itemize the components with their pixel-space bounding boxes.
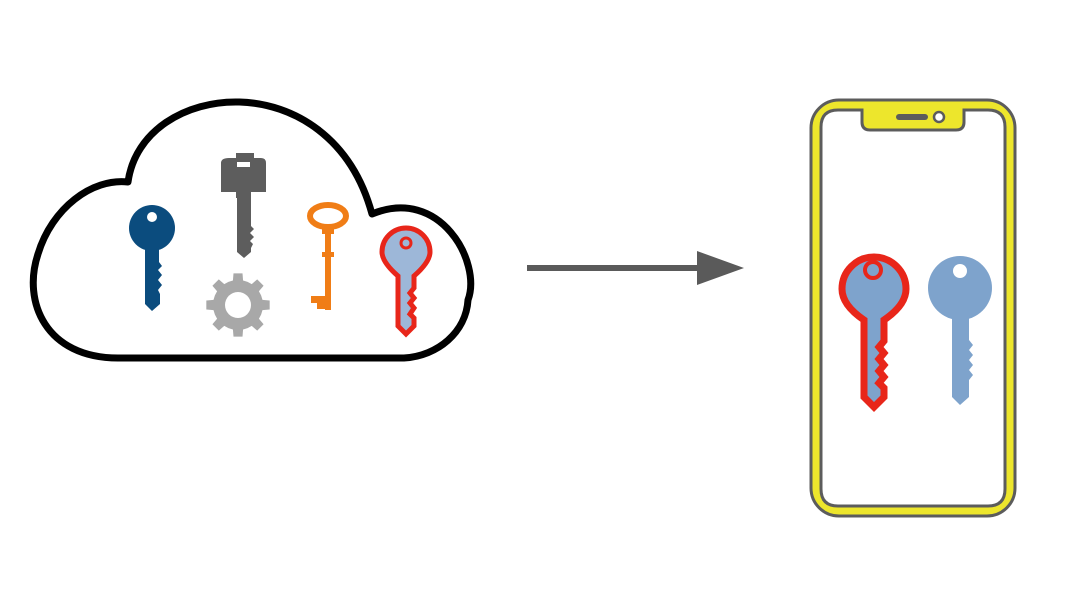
- cloud-red-outlined-key-icon: [379, 225, 433, 338]
- phone-red-outlined-key-icon: [838, 253, 910, 412]
- cloud-icon: [29, 98, 475, 362]
- dark-gray-key-icon: [221, 153, 266, 258]
- phone-speaker: [896, 114, 928, 120]
- gear-icon: [206, 273, 270, 337]
- orange-skeleton-key-icon: [307, 202, 349, 310]
- navy-key-icon: [129, 205, 175, 311]
- smartphone-icon: [809, 98, 1017, 518]
- gear-hole: [225, 292, 251, 318]
- phone-light-blue-key-icon: [928, 256, 992, 405]
- phone-screen: [819, 108, 1007, 508]
- phone-camera: [932, 110, 946, 124]
- cloud-outline: [29, 98, 475, 362]
- sync-arrow: [527, 251, 744, 285]
